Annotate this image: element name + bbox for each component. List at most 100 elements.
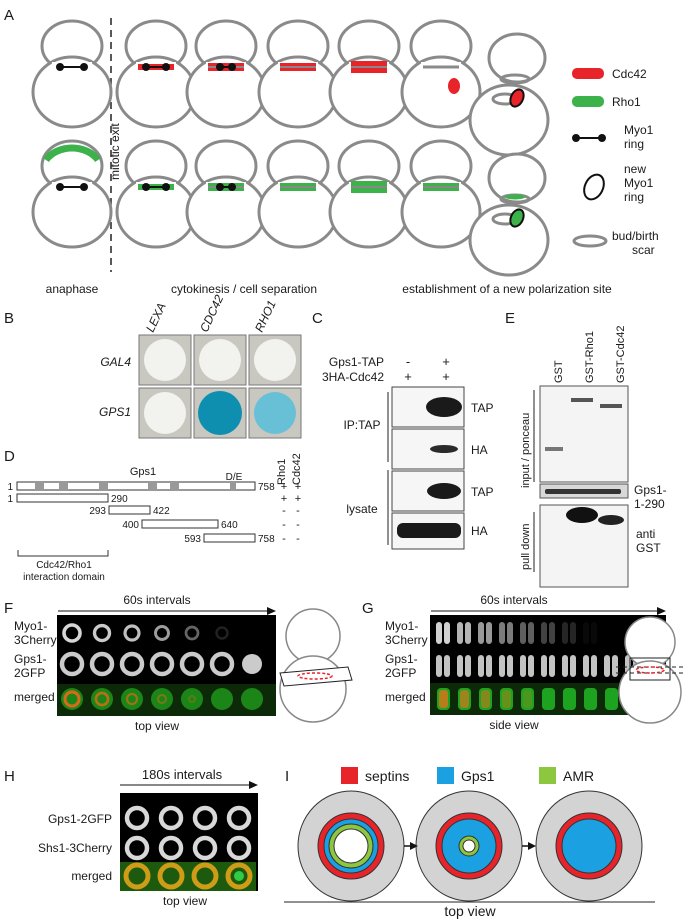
ring-signal <box>157 862 185 890</box>
sign-c-1-2: + <box>442 354 450 369</box>
domain-bracket <box>17 550 109 557</box>
lane-gst-rho1: GST-Rho1 <box>584 331 596 383</box>
panel-h: H 180s intervals Gps1-2GFP Shs1-3Cherry … <box>4 767 258 908</box>
panel-letter-h: H <box>4 768 15 785</box>
svg-text:-: - <box>282 533 286 545</box>
lysate-label: lysate <box>346 502 378 516</box>
spot-gps1-rho1 <box>254 392 296 434</box>
legend-newmyo-c: ring <box>624 190 644 204</box>
f-row-gps-b: 2GFP <box>14 666 45 680</box>
g-merged-red <box>460 690 469 708</box>
cell-pair <box>400 139 482 249</box>
spot-gps1-cdc42 <box>198 391 242 435</box>
g-gps-bar <box>583 655 589 677</box>
panel-letter-e: E <box>505 310 515 327</box>
rho1-swatch <box>572 96 604 107</box>
g-merged-bar <box>542 688 555 710</box>
svg-text:-: - <box>296 533 300 545</box>
row-gps1: GPS1 <box>99 405 131 419</box>
cdc42-patch <box>448 78 460 94</box>
cell-pair <box>31 19 113 129</box>
g-merged-bar <box>500 688 513 710</box>
g-myo-bar <box>549 622 555 644</box>
input-ponceau-label: input / ponceau <box>520 413 532 488</box>
g-myo-bar <box>541 622 547 644</box>
ring-signal <box>124 805 150 831</box>
f-top-view: top view <box>135 719 179 733</box>
cell-pair <box>31 139 113 249</box>
blob-signal <box>121 688 143 710</box>
legend-myo1-a: Myo1 <box>624 123 654 137</box>
anti-gst-a: anti <box>636 527 655 541</box>
ring-signal <box>62 623 82 643</box>
panel-letter-g: G <box>362 600 374 617</box>
g-side-view: side view <box>489 718 539 732</box>
svg-text:+: + <box>295 481 301 493</box>
g-merged-red <box>481 690 490 708</box>
legend-newmyo-a: new <box>624 162 646 176</box>
band-label-ha-lys: HA <box>471 524 488 538</box>
spot-grid <box>138 334 302 439</box>
ring-signal <box>125 692 139 706</box>
g-gps-bar <box>465 655 471 677</box>
gps1-tap-label: Gps1-TAP <box>329 355 384 369</box>
g-myo-bar <box>528 622 534 644</box>
fragment-293-422 <box>108 505 151 515</box>
svg-text:-: - <box>296 519 300 531</box>
lane-gst: GST <box>553 360 565 383</box>
amr-swatch <box>539 767 556 784</box>
cytokinesis-label: cytokinesis / cell separation <box>171 282 317 296</box>
panel-letter-d: D <box>4 448 15 465</box>
g-gps-bar <box>570 655 576 677</box>
rho1-cap <box>43 144 101 163</box>
ring-signal <box>94 691 110 707</box>
frag1-start: 1 <box>7 494 13 505</box>
g-merged-red <box>523 690 532 708</box>
blob-signal <box>242 654 262 674</box>
band-e-rho1 <box>566 507 598 523</box>
g-gps-bar <box>520 655 526 677</box>
row-gal4: GAL4 <box>100 355 131 369</box>
g-myo-bar <box>478 622 484 644</box>
ring-signal <box>215 626 229 640</box>
schematic-stage-3 <box>535 790 643 902</box>
spot-gps1-lexa <box>144 392 186 434</box>
legend-rho1: Rho1 <box>612 95 641 109</box>
gps1-swatch <box>437 767 454 784</box>
legend-newmyo-b: Myo1 <box>624 176 654 190</box>
new-myo1-ring-icon <box>583 173 605 201</box>
sign-c-2-1: + <box>404 369 412 384</box>
establishment-label: establishment of a new polarization site <box>402 282 612 296</box>
i-top-view: top view <box>444 903 496 919</box>
frag4-start: 593 <box>184 534 201 545</box>
g-merged-bar <box>605 688 618 710</box>
panel-c: C Gps1-TAP 3HA-Cdc42 - + + + IP:TAP lysa… <box>312 310 493 550</box>
stage-arrows <box>404 842 536 850</box>
g-gps-bar <box>612 655 618 677</box>
ring-signal <box>92 623 112 643</box>
band-label-ha-ip: HA <box>471 443 488 457</box>
panel-f: F 60s intervals Myo1- 3Cherry Gps1- 2GFP… <box>4 593 353 733</box>
cell-pair <box>185 19 267 129</box>
blob-signal <box>234 871 244 881</box>
g-gps-bar <box>549 655 555 677</box>
svg-text:+: + <box>281 481 287 493</box>
septins-swatch <box>341 767 358 784</box>
panel-letter-i: I <box>285 768 289 785</box>
ring-signal <box>192 805 218 831</box>
gps1-290-a: Gps1- <box>634 483 667 497</box>
g-row-myo-b: 3Cherry <box>385 633 428 647</box>
band-c1 <box>426 397 462 417</box>
g-merged-red <box>502 690 511 708</box>
ip-tap-label: IP:TAP <box>343 418 380 432</box>
ring-signal <box>158 805 184 831</box>
fragment-diagram <box>16 481 256 557</box>
frag2-start: 293 <box>89 506 106 517</box>
frag0-end: 758 <box>258 482 275 493</box>
sign-c-2-2: + <box>442 369 450 384</box>
g-gps-bar <box>478 655 484 677</box>
micrographs-h <box>120 793 258 891</box>
ring-signal <box>157 694 167 704</box>
g-myo-bar <box>465 622 471 644</box>
g-row-gps-a: Gps1- <box>385 652 418 666</box>
